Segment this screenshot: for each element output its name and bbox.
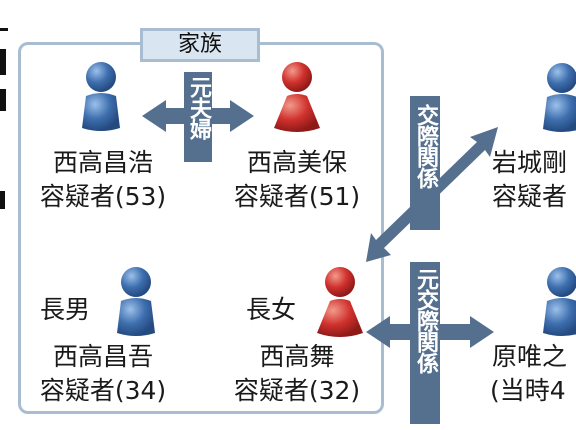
father-status: 容疑者(53) <box>39 182 167 211</box>
daughter-status: 容疑者(32) <box>233 376 361 405</box>
dating-label-box <box>410 96 440 230</box>
daughter-role: 長女 <box>246 295 297 324</box>
person-icon-daughter <box>317 267 363 337</box>
ex-dating-label: 元交際関係 <box>413 268 438 373</box>
mother-name: 西高美保 <box>246 148 347 177</box>
person-icon-iwaki <box>543 63 576 132</box>
dating-label: 交際関係 <box>413 104 438 188</box>
son-name: 西高昌吾 <box>52 342 153 371</box>
daughter-name: 西高舞 <box>259 342 335 371</box>
iwaki-name: 岩城剛 <box>492 148 568 177</box>
son-role: 長男 <box>40 295 91 324</box>
family-title: 家族 <box>140 28 260 62</box>
mother-status: 容疑者(51) <box>233 182 361 211</box>
person-icon-mother <box>274 62 320 132</box>
son-status: 容疑者(34) <box>39 376 167 405</box>
hara-name: 原唯之 <box>492 342 568 371</box>
person-icon-son <box>117 267 155 336</box>
ex-couple-label-box <box>184 72 212 162</box>
person-icon-hara <box>543 267 576 336</box>
iwaki-status: 容疑者 <box>492 182 568 211</box>
hara-status: (当時4 <box>490 376 566 405</box>
clipped-left-text <box>0 28 8 278</box>
father-name: 西高昌浩 <box>52 148 153 177</box>
ex-couple-label: 元夫婦 <box>186 76 211 139</box>
ex-dating-label-box <box>410 262 440 424</box>
person-icon-father <box>82 62 120 131</box>
